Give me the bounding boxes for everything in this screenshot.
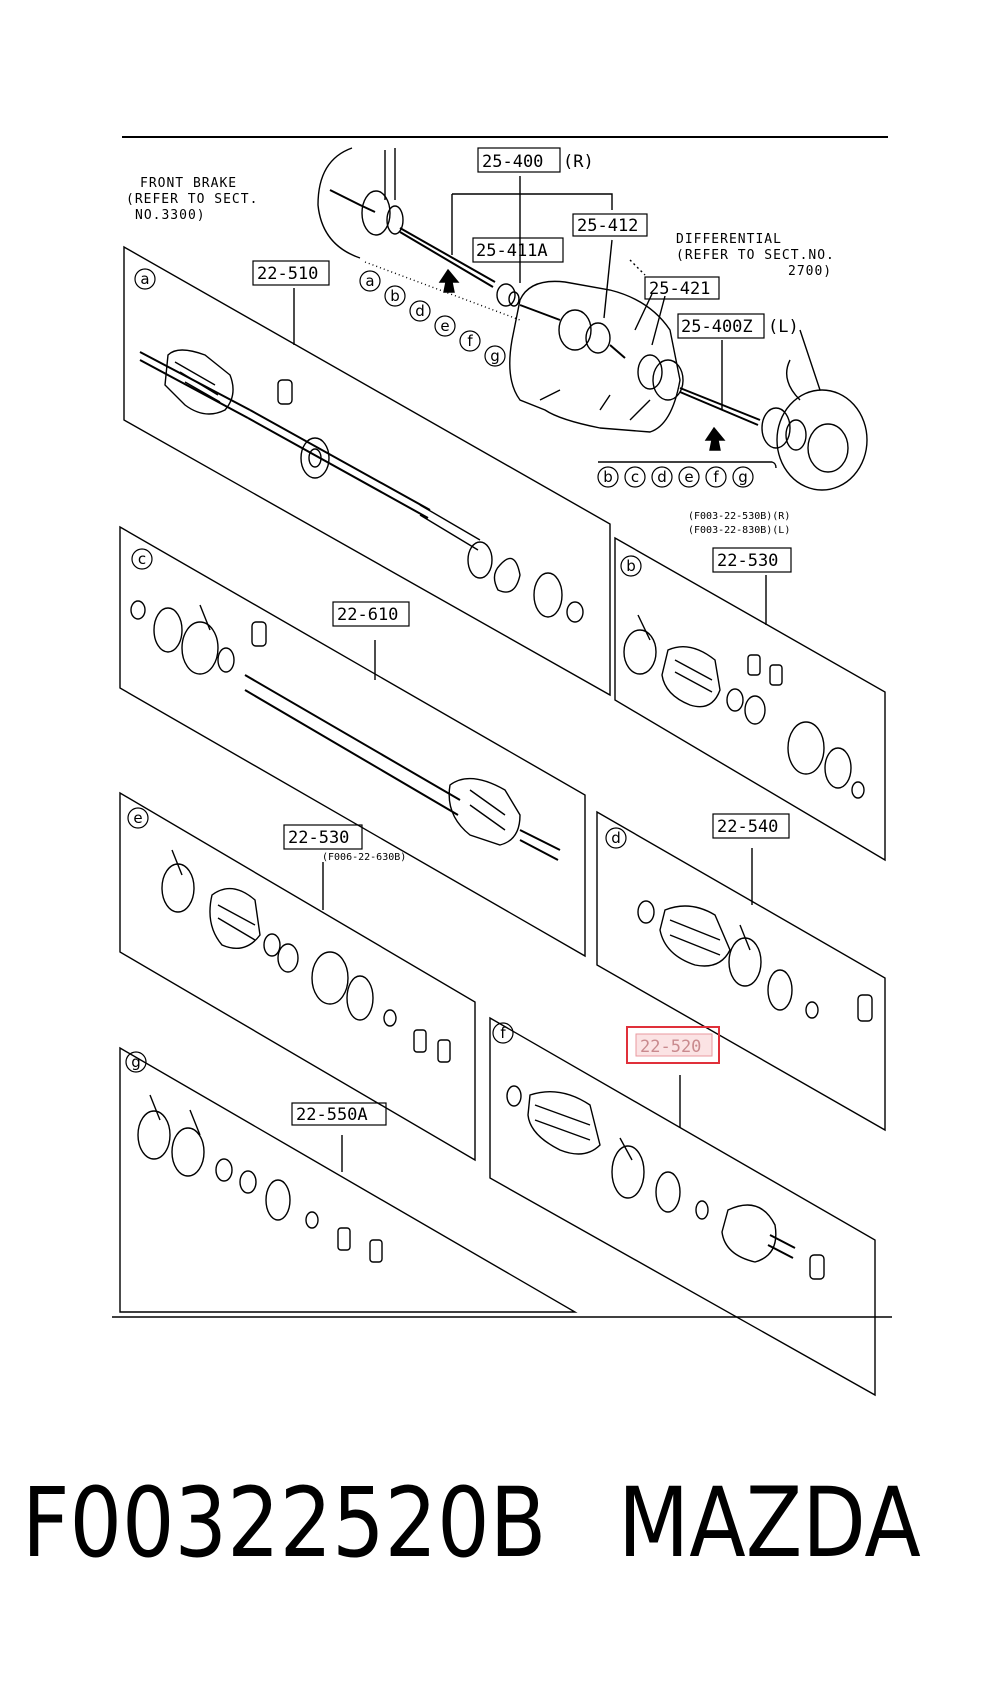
callout-22-550a: 22-550A [296,1105,368,1125]
letter-row-lower-2: c [631,468,639,486]
letter-row-upper-6: g [490,347,500,365]
highlight-box-22-520 [626,1026,720,1064]
callout-25-400z-side: (L) [768,317,799,337]
letter-row-lower-1: b [603,468,613,486]
callout-25-400z: 25-400Z [681,317,753,337]
callout-25-400: 25-400 [482,152,543,172]
callout-25-411a: 25-411A [476,241,548,261]
front-brake-note-line-2: (REFER TO SECT. [126,192,258,207]
panel-g [119,1046,578,1313]
letter-row-lower-6: g [738,468,748,486]
callout-22-510: 22-510 [257,264,318,284]
panel-letter-g: g [131,1053,141,1071]
panel-b [614,536,886,862]
front-brake-note-line-3: NO.3300) [135,208,206,223]
part-number-caption: F00322520B [22,1467,547,1579]
brand-caption: MAZDA [618,1467,921,1579]
letter-row-upper-5: f [467,332,473,350]
letter-row-upper-3: d [415,302,425,320]
subnote-f006: (F006-22-630B) [322,852,406,863]
letter-row-lower-4: e [684,468,693,486]
callout-22-610: 22-610 [337,605,398,625]
panel-d [596,810,886,1132]
panel-letter-a: a [140,270,149,288]
callout-22-520: 22-520 [640,1037,701,1057]
callout-25-412: 25-412 [577,216,638,236]
panel-a [123,245,611,697]
differential-note-line-3: 2700) [788,264,832,279]
drive-shaft-assembly-overview [317,147,868,491]
panel-letter-b: b [626,557,636,575]
callout-25-421: 25-421 [649,279,710,299]
panel-letter-f: f [500,1024,506,1042]
callout-25-400-side: (R) [563,152,594,172]
panel-letter-c: c [138,550,146,568]
subnote-f003-r: (F003-22-530B)(R) [688,511,790,522]
panel-letter-d: d [611,829,621,847]
differential-note-line-2: (REFER TO SECT.NO. [676,248,835,263]
letter-row-upper-2: b [390,287,400,305]
letter-row-lower-3: d [657,468,667,486]
subnote-f003-l: (F003-22-830B)(L) [688,525,790,536]
callout-22-530-b: 22-530 [717,551,778,571]
letter-row-upper-4: e [440,317,449,335]
panel-f [489,1016,876,1397]
panel-letter-e: e [133,809,142,827]
differential-note-line-1: DIFFERENTIAL [676,232,782,247]
callout-22-530-e: 22-530 [288,828,349,848]
callout-22-540: 22-540 [717,817,778,837]
panel-e [119,791,476,1162]
front-brake-note-line-1: FRONT BRAKE [140,176,237,191]
letter-row-lower-5: f [713,468,719,486]
letter-row-upper-1: a [365,272,374,290]
panel-c [119,525,586,958]
